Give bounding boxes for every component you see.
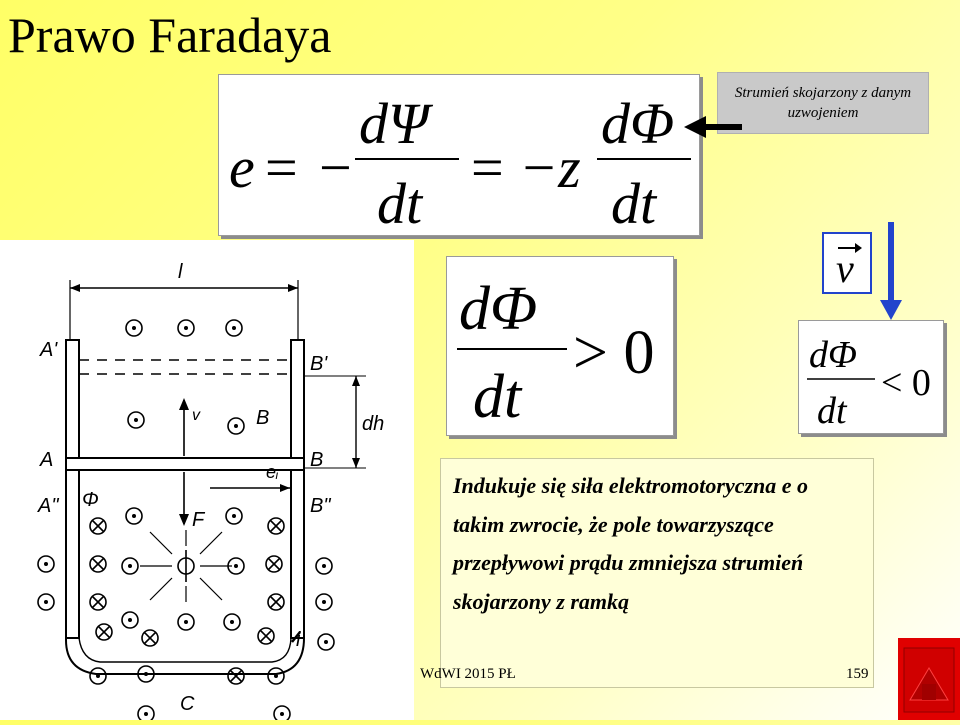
velocity-symbol: v — [836, 246, 854, 291]
callout-arrow — [684, 116, 742, 138]
eq-dphi: dΦ — [601, 91, 674, 156]
increase-equation: dΦ dt > 0 — [457, 275, 654, 431]
label-ei: eᵢ — [266, 462, 279, 482]
flux-symbol — [140, 530, 232, 602]
eq-minus-z: −z — [519, 135, 581, 200]
label-a: A — [39, 449, 53, 471]
label-i: i — [296, 629, 301, 651]
eq-minus-1: − — [319, 135, 352, 200]
main-equation-box: e = − dΨ dt = −z dΦ dt — [218, 74, 700, 236]
increase-equation-box: dΦ dt > 0 — [446, 256, 674, 436]
explanation-text: Indukuje się siła elektromotoryczna e o … — [440, 458, 874, 688]
home-icon — [903, 647, 955, 713]
home-nav-button[interactable] — [898, 638, 960, 720]
label-l: l — [178, 261, 183, 283]
circuit-figure: l A' B' A B dh A" B" — [0, 240, 414, 723]
dec-rel: < 0 — [881, 362, 931, 404]
label-c: C — [180, 693, 195, 715]
label-f: F — [192, 509, 206, 531]
label-b-dbl: B" — [310, 495, 331, 517]
slide-title: Prawo Faradaya — [8, 7, 332, 63]
field-crosses — [89, 517, 285, 685]
dec-dphi: dΦ — [809, 334, 857, 376]
main-equation: e = − dΨ dt = −z dΦ dt — [229, 91, 691, 236]
faraday-diagram: l A' B' A B dh A" B" — [37, 261, 384, 723]
label-a-dbl: A" — [37, 495, 59, 517]
label-b: B — [310, 449, 323, 471]
label-phi: Φ — [82, 489, 99, 511]
footer-course: WdWI 2015 PŁ — [420, 666, 516, 682]
flux-callout: Strumień skojarzony z danym uzwojeniem — [717, 72, 929, 134]
blue-down-arrow — [880, 222, 902, 320]
label-dh: dh — [362, 413, 384, 435]
inc-rel: > 0 — [573, 319, 654, 387]
velocity-vector: v — [836, 243, 862, 291]
inc-dt: dt — [473, 363, 523, 431]
slide-number: 159 — [846, 666, 869, 682]
label-a-prime: A' — [39, 339, 58, 361]
eq-dt-2: dt — [611, 171, 658, 235]
dec-dt: dt — [817, 390, 848, 432]
eq-equals-1: = — [265, 135, 298, 200]
eq-dpsi: dΨ — [359, 91, 434, 156]
decrease-equation: dΦ dt < 0 — [807, 334, 931, 432]
eq-e: e — [229, 135, 255, 200]
eq-equals-2: = — [471, 135, 504, 200]
inc-dphi: dΦ — [459, 275, 537, 343]
label-b-vec: B — [256, 407, 269, 429]
eq-dt-1: dt — [377, 171, 424, 235]
decrease-equation-box: dΦ dt < 0 — [798, 320, 944, 434]
label-b-prime: B' — [310, 353, 328, 375]
label-v: v — [192, 407, 201, 424]
velocity-vector-box: v — [822, 232, 872, 294]
